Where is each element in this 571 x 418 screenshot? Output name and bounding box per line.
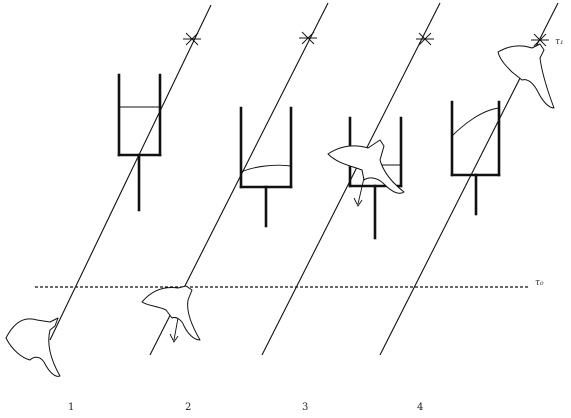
panel-label-1: 1 bbox=[68, 402, 74, 413]
panel-3: 3 bbox=[261, 2, 441, 413]
star-cross-icon bbox=[416, 32, 434, 46]
piston-cylinder-icon bbox=[239, 106, 293, 228]
tau1-label: τ₁ bbox=[555, 37, 564, 47]
panel-label-3: 3 bbox=[302, 402, 308, 413]
panel-4: 4 bbox=[379, 2, 559, 413]
panel-label-4: 4 bbox=[417, 402, 423, 413]
tau0-label: τ₀ bbox=[535, 278, 544, 288]
panel-1: 1 bbox=[5, 4, 212, 413]
piston-cylinder-icon bbox=[450, 100, 501, 216]
hand-arrow bbox=[169, 317, 179, 343]
hand-icon bbox=[5, 317, 61, 377]
star-cross-icon bbox=[531, 33, 549, 47]
star-cross-icon bbox=[183, 32, 201, 46]
panel-label-2: 2 bbox=[185, 402, 191, 413]
hand-icon bbox=[497, 43, 555, 109]
hand-icon bbox=[141, 285, 201, 341]
hand-icon bbox=[327, 139, 405, 194]
panel-2: 2 bbox=[141, 2, 329, 413]
piston-cylinder-icon bbox=[117, 73, 162, 212]
star-cross-icon bbox=[299, 31, 317, 45]
worldline-1 bbox=[49, 4, 212, 341]
hand-arrow bbox=[353, 177, 365, 207]
